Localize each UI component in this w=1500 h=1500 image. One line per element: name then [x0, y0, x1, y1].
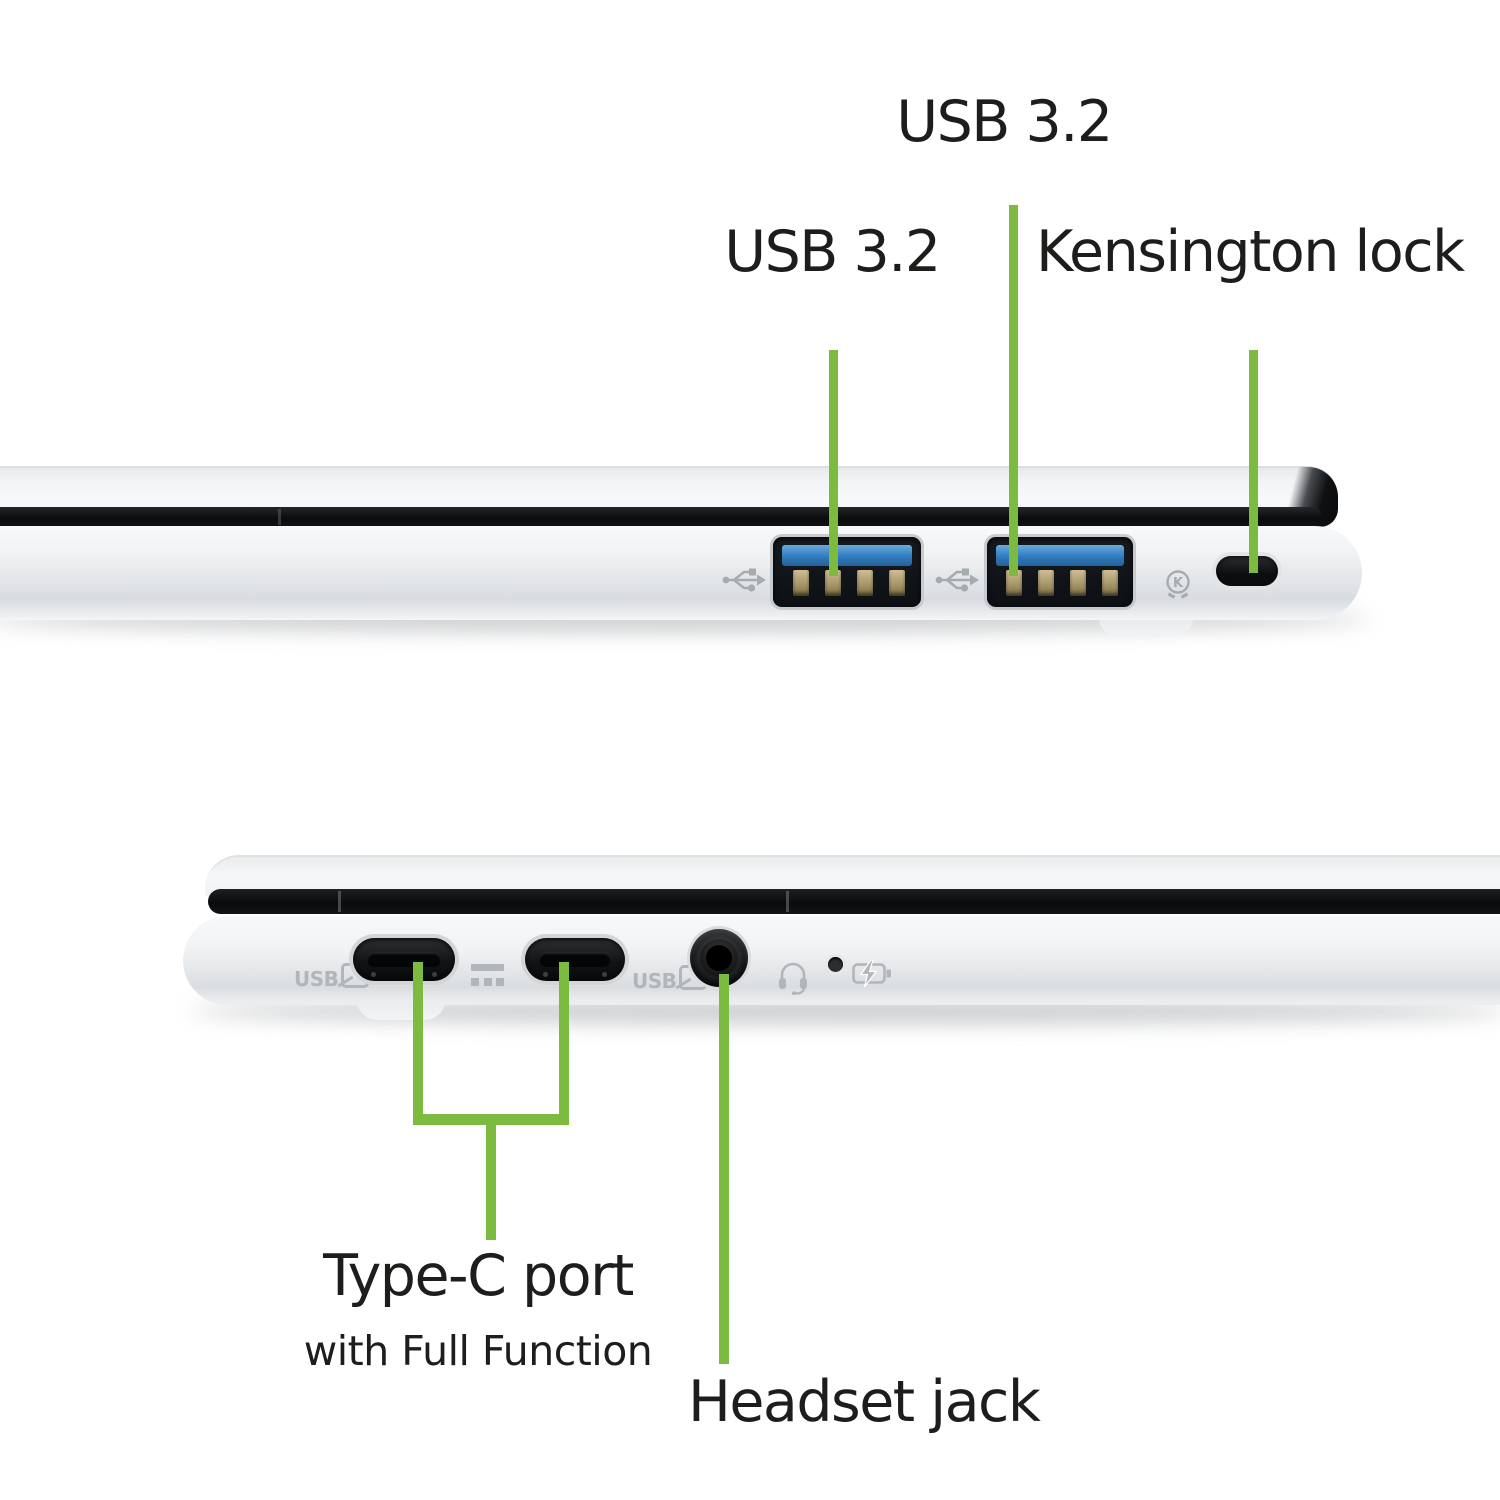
usb-pin: [793, 570, 809, 596]
contact-dot: [602, 972, 607, 977]
laptop-foot: [1098, 615, 1194, 637]
led-indicator-hole: [828, 957, 843, 972]
usb-blue-tongue: [996, 545, 1124, 566]
contact-dot: [432, 972, 437, 977]
usb-c-port-2: [525, 938, 625, 981]
usb-a-port-1: [773, 537, 921, 607]
pd-square: [496, 978, 504, 986]
usb-c-slot: [367, 952, 441, 967]
kensington-k-lock-icon: K: [1162, 568, 1194, 602]
laptop-hinge-gap: [208, 889, 1500, 914]
usb-logo-text: USB: [632, 969, 677, 993]
label-headset-jack: Headset jack: [688, 1369, 1041, 1435]
pd-square: [471, 978, 479, 986]
hinge-seam: [786, 891, 789, 912]
power-delivery-icon: [471, 964, 504, 987]
hinge-seam: [338, 891, 341, 912]
contact-dot: [371, 972, 376, 977]
headset-jack-port: [690, 929, 748, 987]
usb-logo-text: USB: [294, 967, 339, 991]
usb-c-port-1: [353, 938, 455, 981]
usb-pin: [1006, 570, 1022, 596]
usb-pin: [1038, 570, 1054, 596]
callout-line-type-c-2: [559, 962, 569, 1114]
laptop-body: [0, 526, 1362, 620]
label-type-c-port: Type-C port: [323, 1243, 634, 1309]
label-kensington-lock: Kensington lock: [1036, 219, 1465, 285]
pd-square: [483, 978, 492, 986]
callout-bracket-bar: [413, 1114, 569, 1125]
callout-line-usb-top: [1009, 205, 1018, 576]
callout-line-usb-left: [829, 350, 838, 576]
usb-trident-icon: [933, 560, 981, 600]
callout-line-headset: [719, 974, 729, 1364]
kensington-lock-slot: [1216, 556, 1278, 586]
callout-bracket-stem: [486, 1125, 496, 1240]
headset-icon: [777, 959, 809, 995]
usb-pin: [857, 570, 873, 596]
usb-c-slot: [539, 952, 611, 967]
pd-bar: [471, 964, 504, 971]
jack-hole: [706, 945, 732, 971]
usb-pin: [825, 570, 841, 596]
label-type-c-subtitle: with Full Function: [303, 1327, 653, 1375]
usb-pin: [1102, 570, 1118, 596]
label-usb32-top: USB 3.2: [896, 89, 1113, 155]
hinge-seam: [278, 509, 281, 525]
callout-line-kensington: [1249, 350, 1258, 573]
battery-charge-icon: [852, 960, 892, 987]
usb-blue-tongue: [782, 545, 912, 566]
usb-trident-icon: [720, 560, 768, 600]
svg-text:K: K: [1173, 576, 1184, 591]
label-usb32-left: USB 3.2: [724, 219, 941, 285]
usb-pin: [889, 570, 905, 596]
contact-dot: [543, 972, 548, 977]
laptop-hinge-gap: [0, 507, 1322, 527]
callout-line-type-c-1: [413, 962, 423, 1114]
usb-pin: [1070, 570, 1086, 596]
